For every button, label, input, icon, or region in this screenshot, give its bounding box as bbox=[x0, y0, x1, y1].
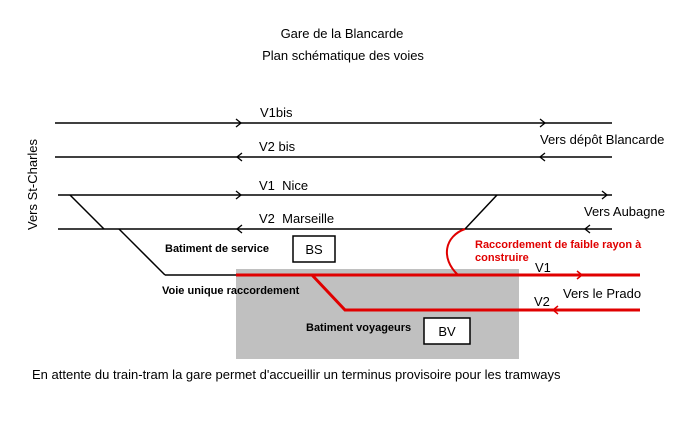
diagram-subtitle: Plan schématique des voies bbox=[262, 48, 424, 63]
red-track-v2 bbox=[310, 273, 640, 312]
arrow-v2-marseille bbox=[235, 224, 243, 234]
label-prado: Vers le Prado bbox=[563, 286, 641, 301]
label-aubagne: Vers Aubagne bbox=[584, 204, 665, 219]
arrow-v1-nice-end bbox=[601, 190, 609, 200]
crossover-right bbox=[464, 194, 498, 230]
label-v2-marseille: V2 Marseille bbox=[259, 211, 334, 226]
caption: En attente du train-tram la gare permet … bbox=[32, 367, 561, 382]
arrow-v2bis-end bbox=[538, 152, 546, 162]
label-v1-nice: V1 Nice bbox=[259, 178, 308, 193]
red-raccordement-curve bbox=[445, 228, 466, 276]
label-v2bis: V2 bis bbox=[259, 139, 296, 154]
arrow-v2bis bbox=[235, 152, 243, 162]
label-v2-red: V2 bbox=[534, 294, 550, 309]
crossover-left bbox=[69, 194, 105, 230]
arrow-v1-nice bbox=[235, 190, 243, 200]
label-batiment-voyageurs: Batiment voyageurs bbox=[306, 322, 411, 334]
code-bv: BV bbox=[438, 324, 456, 339]
label-depot: Vers dépôt Blancarde bbox=[540, 132, 664, 147]
label-voie-unique: Voie unique raccordement bbox=[162, 285, 300, 297]
side-label-st-charles: Vers St-Charles bbox=[25, 138, 40, 230]
diagram-title: Gare de la Blancarde bbox=[281, 26, 404, 41]
label-raccordement-line1: Raccordement de faible rayon à bbox=[475, 239, 642, 251]
arrow-red-v2 bbox=[551, 305, 559, 315]
arrow-v2-marseille-end bbox=[583, 224, 591, 234]
label-v1-red: V1 bbox=[535, 260, 551, 275]
box-bv bbox=[423, 317, 471, 345]
label-raccordement-line2: construire bbox=[475, 252, 529, 264]
connection-diagonal bbox=[118, 228, 166, 276]
arrow-v1bis-end bbox=[539, 118, 547, 128]
code-bs: BS bbox=[305, 242, 323, 257]
label-v1bis: V1bis bbox=[260, 105, 293, 120]
platform-area bbox=[236, 269, 519, 359]
label-batiment-service: Batiment de service bbox=[165, 243, 269, 255]
arrow-red-v1 bbox=[576, 270, 584, 280]
arrow-v1bis bbox=[235, 118, 243, 128]
box-bs bbox=[292, 235, 336, 263]
